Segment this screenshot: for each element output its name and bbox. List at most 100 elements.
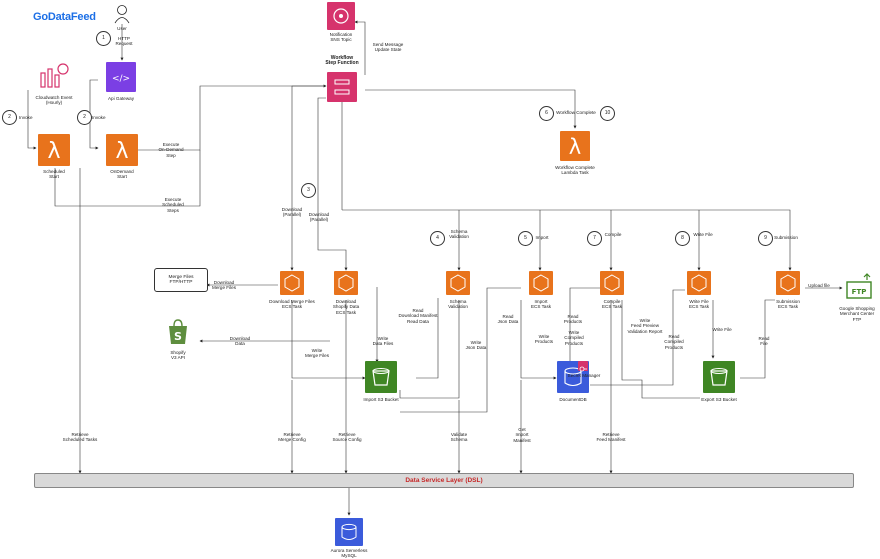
godatafeed-logo: GoDataFeed (33, 11, 96, 23)
lambda-icon: λ (47, 139, 60, 164)
secret-manager-label: Secret Manager (567, 373, 601, 378)
edge-read-download-manifest: Read Download Manifest Read Data (398, 308, 438, 324)
edge-read-json-data: Read Json Data (497, 314, 519, 325)
shopify-bag-icon: S (169, 319, 187, 344)
edge-retrieve-source-config: Retrieve Source Config (332, 432, 362, 443)
step-6-badge: 6 (539, 106, 554, 121)
aurora-label: Aurora Serverless MySQL (330, 548, 368, 559)
edge-retrieve-merge-config: Retrieve Merge Config (278, 432, 306, 443)
edge-download-merge-files: Download Merge Files (212, 280, 236, 291)
ondemand-start-label: OnDemand Start (110, 169, 134, 180)
google-ftp-label: Google Shopping Merchant Center FTP (839, 306, 875, 322)
step-4-badge: 4 (430, 231, 445, 246)
ecs-icon (284, 274, 300, 292)
ecs-icon (450, 274, 466, 292)
ecs-icon (533, 274, 549, 292)
edge-import: Import (535, 235, 549, 240)
edge-submission: Submission (774, 235, 798, 240)
edge-invoke-b: Invoke (92, 115, 106, 120)
scheduled-start-lambda: λ (38, 134, 70, 166)
merge-files-label: Merge Files FTP/HTTP (168, 275, 194, 286)
edge-retrieve-feed-manifest: Retrieve Feed Manifest (596, 432, 626, 443)
merge-files-box: Merge Files FTP/HTTP (154, 268, 208, 292)
user-label: User (117, 26, 127, 31)
edge-read-products: Read Products (563, 314, 583, 325)
api-gateway-icon: </> (112, 74, 130, 84)
svg-text:S: S (174, 330, 182, 343)
data-service-layer-bar: Data Service Layer (DSL) (34, 473, 854, 488)
schema-validation-label: Schema Validation (448, 299, 468, 310)
workflow-complete-lambda: λ (560, 131, 590, 161)
download-merge-label: Download Merge Files ECS Task (269, 299, 315, 310)
edge-workflow-complete: Workflow Complete (556, 110, 596, 115)
http-request-label: HTTP Request (115, 36, 133, 47)
step-function-icon (334, 79, 350, 95)
svg-text:λ: λ (115, 139, 128, 164)
ondemand-start-lambda: λ (106, 134, 138, 166)
database-icon (341, 523, 357, 540)
download-shopify-label: Download Shopify Data ECS Task (332, 299, 360, 315)
documentdb-label: DocumentDB (559, 397, 587, 402)
step-8-badge: 8 (675, 231, 690, 246)
aurora-node (335, 518, 363, 546)
step-3-badge: 3 (301, 183, 316, 198)
edge-send-message: Send Message Update State (372, 42, 404, 53)
step-function-label: Workflow Step Function (325, 55, 359, 67)
edge-get-import-manifest: Get Import Manifest (513, 427, 531, 443)
svg-text:FTP: FTP (852, 288, 867, 296)
lambda-icon: λ (115, 139, 128, 164)
svg-text:λ: λ (47, 139, 60, 164)
edge-write-products: Write Products (534, 334, 554, 345)
shopify-label: Shopify V3 API (170, 350, 186, 361)
sns-label: Notification SNS Topic (329, 32, 353, 43)
edge-write-compiled-products: Write Compiled Products (564, 330, 584, 346)
edge-write-file: Write File (712, 327, 732, 332)
api-gateway-node: </> (106, 62, 136, 92)
step-2-badge: 2 (77, 110, 92, 125)
edge-write-file: Write File (693, 232, 713, 237)
s3-bucket-icon (710, 368, 728, 386)
edge-download-parallel-b: Download (Parallel) (308, 212, 330, 223)
write-file-ecs (687, 271, 711, 295)
submission-label: Submission ECS Task (776, 299, 800, 310)
edge-write-data-files: Write Data Files (372, 336, 394, 347)
svg-text:λ: λ (569, 135, 581, 159)
ecs-icon (338, 274, 354, 292)
edge-write-feed-preview: Write Feed Preview Validation Report (627, 318, 663, 334)
write-file-label: Write File ECS Task (688, 299, 710, 310)
edge-schema-validation: Schema Validation (449, 229, 469, 240)
compile-ecs (600, 271, 624, 295)
edge-write-merge-files: Write Merge Files (305, 348, 329, 359)
edge-write-json-data: Write Json Data (465, 340, 487, 351)
step-9-badge: 9 (758, 231, 773, 246)
ecs-icon (780, 274, 796, 292)
scheduled-start-label: Scheduled Start (43, 169, 65, 180)
step-7-badge: 7 (587, 231, 602, 246)
s3-bucket-icon (372, 368, 390, 386)
edge-download-data: Download Data (229, 336, 251, 347)
api-gateway-label: Api Gateway (107, 96, 135, 101)
schema-validation-ecs (446, 271, 470, 295)
user-icon (114, 5, 130, 24)
download-shopify-ecs (334, 271, 358, 295)
import-ecs (529, 271, 553, 295)
compile-label: Compile ECS Task (601, 299, 623, 310)
export-s3-bucket (703, 361, 735, 393)
edge-validate-schema: Validate Schema (450, 432, 468, 443)
step-function-node (327, 72, 357, 102)
workflow-complete-label: Workflow Complete Lambda Task (555, 165, 595, 176)
import-bucket-label: Import S3 Bucket (363, 397, 399, 402)
key-icon (579, 366, 587, 372)
edge-execute-ondemand: Execute On-Demand Step (158, 142, 184, 158)
cloudwatch-label: Cloudwatch Event (Hourly) (35, 95, 73, 106)
edge-execute-scheduled: Execute Scheduled Steps (162, 197, 184, 213)
secret-manager-node (578, 361, 588, 372)
edge-read-compiled-products: Read Compiled Products (664, 334, 684, 350)
export-bucket-label: Export S3 Bucket (701, 397, 737, 402)
sns-node (327, 2, 355, 30)
import-s3-bucket (365, 361, 397, 393)
step-1-badge: 1 (96, 31, 111, 46)
submission-ecs (776, 271, 800, 295)
import-label: Import ECS Task (530, 299, 552, 310)
